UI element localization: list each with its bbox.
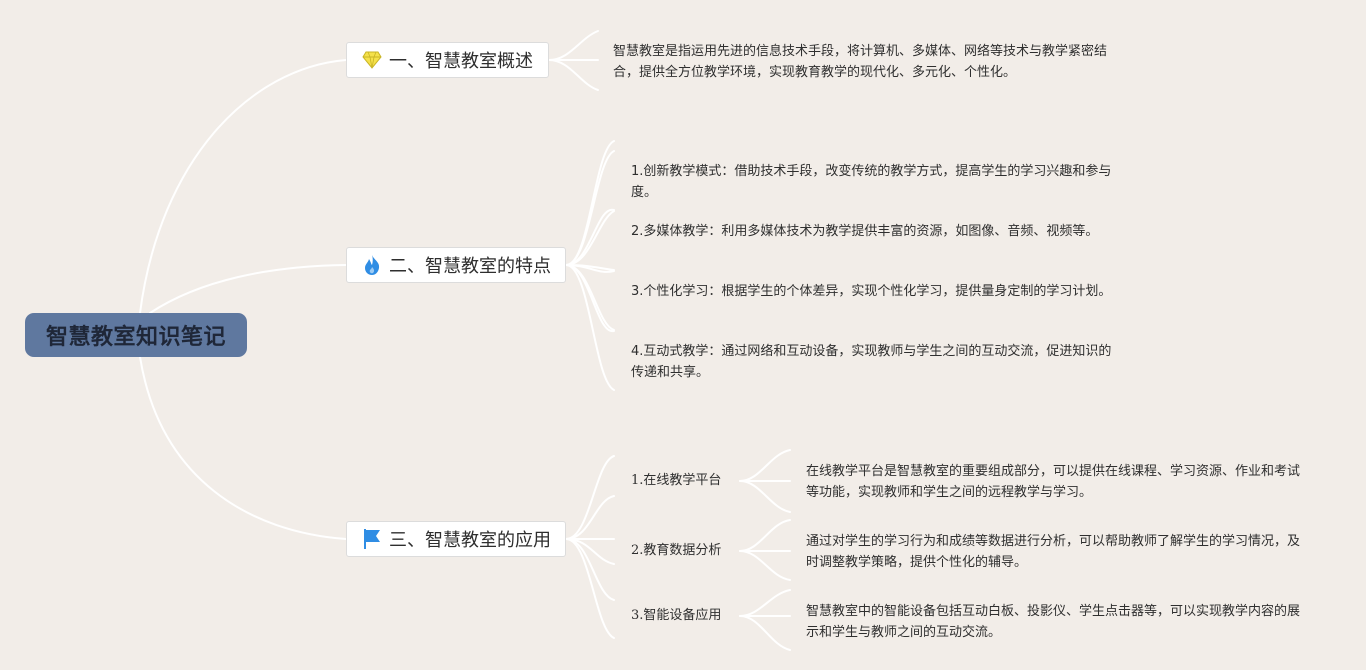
fire-icon: [361, 254, 383, 276]
sub-3-to-desc-connector-lower: [739, 615, 791, 651]
topic-overview[interactable]: 一、智慧教室概述: [346, 42, 549, 78]
overview-text: 智慧教室是指运用先进的信息技术手段，将计算机、多媒体、网络等技术与教学紧密结合，…: [613, 44, 1108, 80]
topic-3-to-sub-1-connector-lower: [565, 495, 615, 540]
root-title: 智慧教室知识笔记: [45, 325, 226, 350]
topic-2-to-feature-4-connector-lower: [565, 264, 615, 391]
topic-2-to-feature-2-connector: [565, 210, 615, 266]
sub-1-to-desc-connector-lower: [739, 480, 791, 513]
topic-3-to-sub-1-connector: [565, 455, 615, 540]
feature-item: 4.互动式教学：通过网络和互动设备，实现教师与学生之间的互动交流，促进知识的传递…: [631, 344, 1112, 380]
feature-item: 3.个性化学习：根据学生的个体差异，实现个性化学习，提供量身定制的学习计划。: [631, 284, 1112, 299]
topic-features-label: 二、智慧教室的特点: [389, 256, 551, 277]
topic-3-to-sub-3-connector-lower: [565, 538, 615, 639]
application-desc-online-platform: 在线教学平台是智慧教室的重要组成部分，可以提供在线课程、学习资源、作业和考试等功…: [806, 464, 1301, 500]
feature-item: 2.多媒体教学：利用多媒体技术为教学提供丰富的资源，如图像、音频、视频等。: [631, 224, 1099, 239]
topic-overview-label: 一、智慧教室概述: [389, 51, 533, 72]
sub-2-to-desc-connector: [739, 519, 791, 552]
topic-applications[interactable]: 三、智慧教室的应用: [346, 521, 566, 557]
diamond-icon: [361, 49, 383, 71]
flag-icon: [361, 528, 383, 550]
root-to-topic-1-connector: [139, 59, 347, 314]
feature-item: 1.创新教学模式：借助技术手段，改变传统的教学方式，提高学生的学习兴趣和参与度。: [631, 164, 1112, 200]
sub-1-to-desc-connector: [739, 449, 791, 482]
application-desc-data-analysis: 通过对学生的学习行为和成绩等数据进行分析，可以帮助教师了解学生的学习情况，及时调…: [806, 534, 1301, 570]
topic-1-to-text-connector-lower: [548, 59, 599, 91]
root-to-topic-3-connector: [139, 356, 347, 540]
topic-1-to-text-connector: [548, 30, 599, 61]
root-node[interactable]: 智慧教室知识笔记: [25, 313, 247, 357]
application-sub-data-analysis[interactable]: 2.教育数据分析: [631, 543, 722, 558]
root-to-topic-2-connector: [149, 264, 347, 314]
application-sub-smart-devices[interactable]: 3.智能设备应用: [631, 608, 722, 623]
topic-applications-label: 三、智慧教室的应用: [389, 530, 551, 551]
sub-3-to-desc-connector: [739, 589, 791, 617]
topic-features[interactable]: 二、智慧教室的特点: [346, 247, 566, 283]
sub-2-to-desc-connector-lower: [739, 550, 791, 581]
application-sub-online-platform[interactable]: 1.在线教学平台: [631, 473, 722, 488]
topic-2-to-feature-top-connector: [565, 140, 615, 266]
application-desc-smart-devices: 智慧教室中的智能设备包括互动白板、投影仪、学生点击器等，可以实现教学内容的展示和…: [806, 604, 1301, 640]
